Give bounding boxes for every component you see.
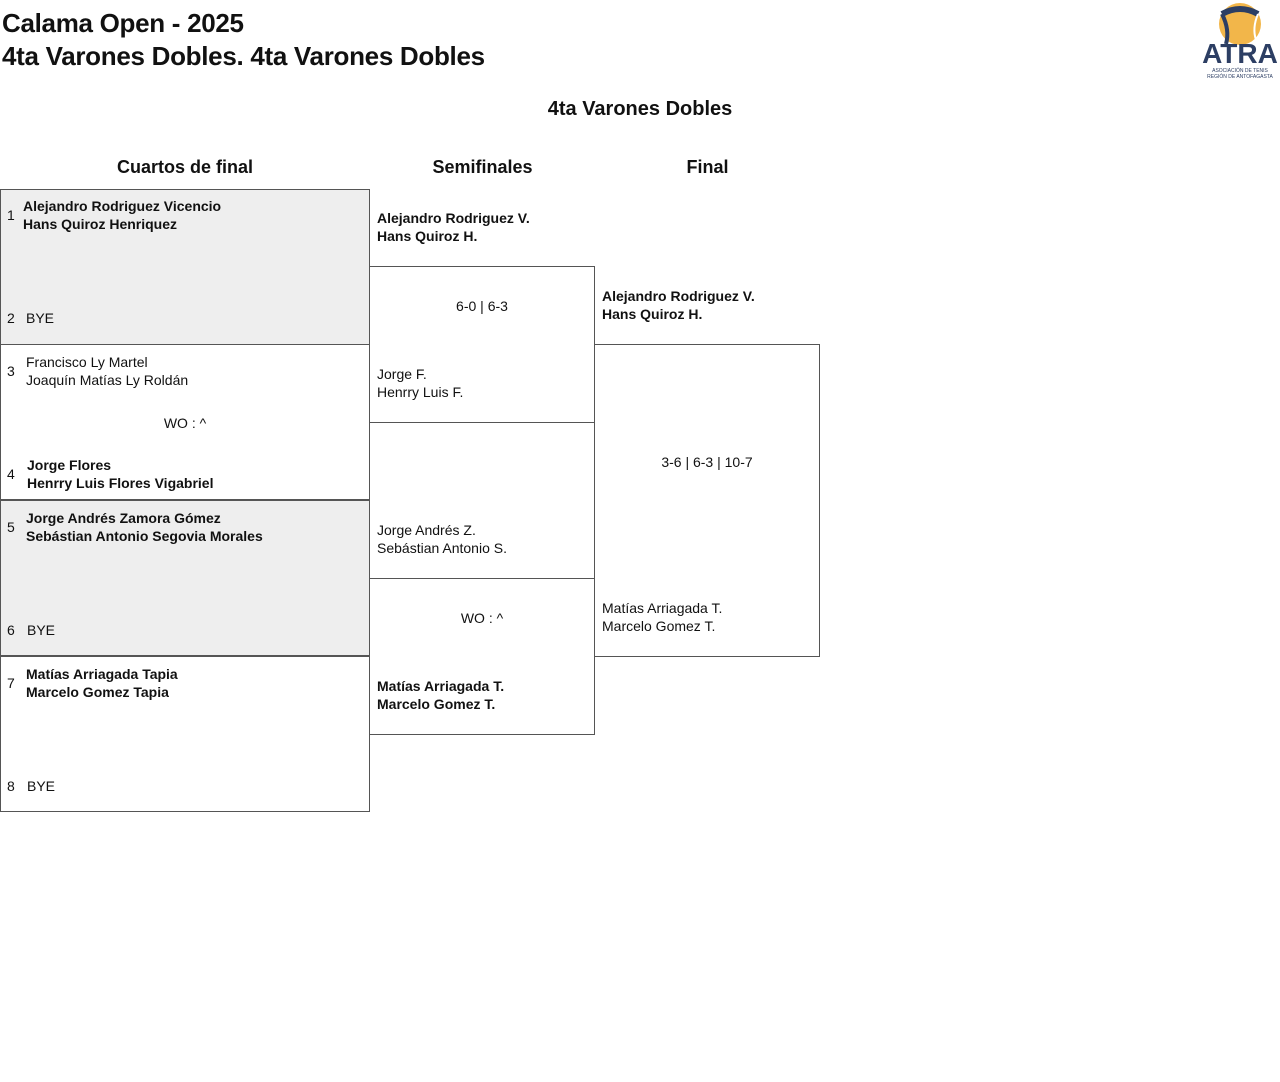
qf1-bottom-player1: BYE [26, 310, 55, 326]
final-top-player1: Alejandro Rodriguez V. [602, 288, 755, 304]
qf3-top-player2: Sebástian Antonio Segovia Morales [26, 528, 263, 544]
seed-number: 4 [7, 466, 15, 482]
logo-subtext-2: REGIÓN DE ANTOFAGASTA [1207, 73, 1273, 80]
round-header-quarterfinals: Cuartos de final [116, 157, 254, 177]
sf2-top-player2: Sebástian Antonio S. [377, 540, 507, 556]
final-bottom-player1: Matías Arriagada T. [602, 600, 723, 616]
sf2-top-player1: Jorge Andrés Z. [377, 522, 476, 538]
atra-logo: ATRA ASOCIACIÓN DE TENIS REGIÓN DE ANTOF… [1200, 0, 1280, 84]
qf4-bottom-player1: BYE [27, 778, 56, 794]
qf1-top-player2: Hans Quiroz Henriquez [23, 216, 178, 232]
seed-number: 8 [7, 778, 15, 794]
round-header-semifinals: Semifinales [432, 157, 533, 177]
round-header-final: Final [686, 157, 729, 177]
seed-number: 6 [7, 622, 15, 638]
final-bottom-player2: Marcelo Gomez T. [602, 618, 716, 634]
sf2-bottom-player1: Matías Arriagada T. [377, 678, 505, 694]
sf1-score: 6-0 | 6-3 [456, 298, 508, 314]
final-score: 3-6 | 6-3 | 10-7 [661, 454, 753, 470]
seed-number: 2 [7, 310, 15, 326]
sf1-top-player1: Alejandro Rodriguez V. [377, 210, 530, 226]
draw-title: 4ta Varones Dobles [547, 98, 733, 120]
qf4-top-player2: Marcelo Gomez Tapia [26, 684, 169, 700]
seed-number: 7 [7, 675, 15, 691]
sf1-top-player2: Hans Quiroz H. [377, 228, 478, 244]
sf1-bottom-player2: Henrry Luis F. [377, 384, 464, 400]
qf2-score: WO : ^ [163, 415, 207, 431]
tennis-ball-icon: ATRA ASOCIACIÓN DE TENIS REGIÓN DE ANTOF… [1202, 3, 1278, 80]
seed-number: 1 [7, 207, 15, 223]
seed-number: 3 [7, 363, 15, 379]
tournament-title: Calama Open - 2025 [2, 8, 244, 38]
seed-number: 5 [7, 519, 15, 535]
qf1-top-player1: Alejandro Rodriguez Vicencio [23, 198, 222, 214]
category-title: 4ta Varones Dobles. 4ta Varones Dobles [2, 41, 485, 71]
qf2-top-player2: Joaquín Matías Ly Roldán [26, 372, 189, 388]
qf2-top-player1: Francisco Ly Martel [26, 354, 148, 370]
final-top-player2: Hans Quiroz H. [602, 306, 703, 322]
sf2-score: WO : ^ [460, 610, 504, 626]
final-match [594, 344, 820, 657]
logo-subtext-1: ASOCIACIÓN DE TENIS [1212, 67, 1268, 74]
sf2-bottom-player2: Marcelo Gomez T. [377, 696, 496, 712]
qf3-bottom-player1: BYE [27, 622, 56, 638]
logo-text: ATRA [1202, 38, 1278, 69]
sf1-bottom-player1: Jorge F. [377, 366, 427, 382]
qf4-top-player1: Matías Arriagada Tapia [26, 666, 178, 682]
qf2-bottom-player2: Henrry Luis Flores Vigabriel [27, 475, 214, 491]
qf3-top-player1: Jorge Andrés Zamora Gómez [26, 510, 221, 526]
qf-match-3 [0, 500, 370, 656]
qf2-bottom-player1: Jorge Flores [27, 457, 112, 473]
